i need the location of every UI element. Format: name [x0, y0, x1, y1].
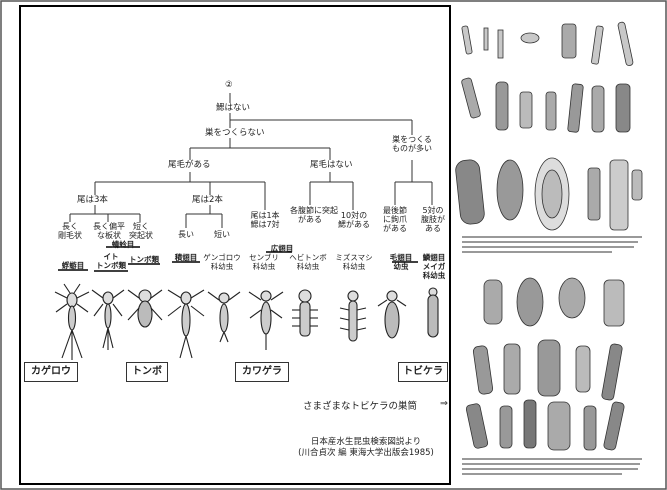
box-tonbo: トンボ: [126, 362, 168, 382]
insect-hebi: [292, 290, 318, 336]
order-kawagera: 積翅目: [172, 253, 200, 262]
leaf-a2: 長く偏平 な板状: [92, 222, 126, 240]
insect-senburi: [249, 291, 283, 350]
key-l3-a: 尾は3本: [77, 195, 108, 205]
order-senburi: センブリ 科幼虫: [244, 253, 284, 271]
order-kagerou: 蜉蝣目: [58, 261, 88, 270]
insect-ito: [92, 290, 124, 350]
insect-genji: [208, 292, 240, 342]
insect-kawagera: [168, 290, 204, 358]
leaf-b3: 尾は1本 鰓は7対: [245, 211, 285, 229]
leaf-b2: 短い: [210, 230, 234, 239]
order-mouji: 毛翅目 幼虫: [386, 253, 416, 271]
box-kawagera: カワゲラ: [235, 362, 289, 382]
leaf-a3: 短く 突起状: [126, 222, 156, 240]
insect-drawings: [55, 284, 438, 360]
key-root: 鰓はない: [216, 103, 250, 113]
leaf-c1: 各腹節に突起 がある: [290, 206, 330, 224]
group-kouryu-label: 広翅目: [268, 244, 296, 253]
order-hebi: ヘビトンボ 科幼虫: [288, 253, 328, 271]
key-l3-b: 尾は2本: [192, 195, 223, 205]
leaf-a1: 長く 剛毛状: [54, 222, 86, 240]
leaf-c2: 10対の 鰓がある: [336, 211, 372, 229]
key-l2-right: 尾毛はない: [310, 160, 353, 170]
key-l1-right: 巣をつくる ものが多い: [384, 135, 440, 153]
order-genji: ゲンゴロウ 科幼虫: [202, 253, 242, 271]
key-tree-lines: [70, 93, 432, 228]
key-l1-left: 巣をつくらない: [205, 128, 265, 138]
insect-kagerou: [55, 284, 89, 360]
group-tonbo-label: 蜻蛉目: [107, 240, 139, 249]
arrow-right-icon: ⇒: [440, 398, 448, 409]
order-ito: イト トンボ類: [94, 252, 128, 270]
key-step-number: ②: [225, 80, 233, 90]
insect-rinshi: [428, 288, 438, 337]
insect-tonbo: [128, 290, 162, 327]
order-tonbo-rui: トンボ類: [128, 255, 160, 264]
order-misu: ミズスマシ 科幼虫: [334, 253, 374, 271]
source-citation: 日本産水生昆虫検索図説より (川合貞次 編 東海大学出版会1985): [290, 437, 442, 459]
inner-border: [20, 6, 450, 484]
order-rinshi: 鱗翅目 メイガ 科幼虫: [419, 253, 449, 280]
box-tobikera: トビケラ: [398, 362, 448, 382]
box-kagerou: カゲロウ: [24, 362, 78, 382]
leaf-d2: 5対の 腹肢が ある: [418, 206, 448, 233]
insect-mouji: [378, 291, 406, 338]
caption-caddis-cases: さまざまなトビケラの巣筒: [303, 398, 417, 412]
leaf-b1: 長い: [174, 230, 198, 239]
key-l2-left: 尾毛がある: [168, 160, 211, 170]
insect-misu: [340, 291, 366, 341]
leaf-d1: 最後節 に鉤爪 がある: [380, 206, 410, 233]
